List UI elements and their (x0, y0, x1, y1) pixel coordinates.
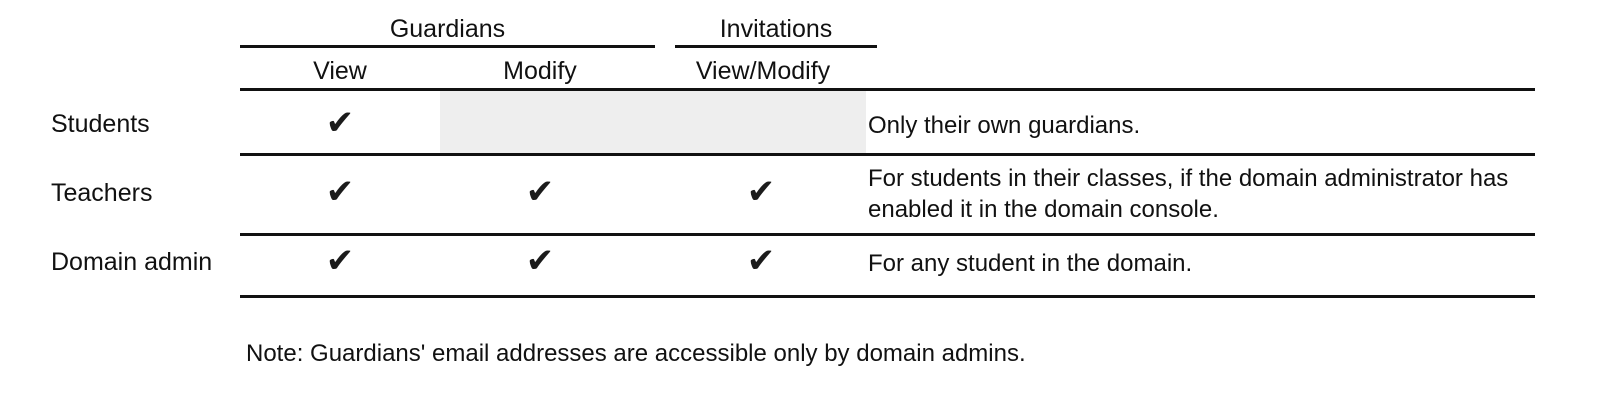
column-header-view-modify: View/Modify (695, 57, 831, 85)
check-domain-admin-guardians-modify: ✔ (525, 241, 555, 281)
column-header-view: View (313, 57, 367, 85)
table-rule-bottom (240, 295, 1535, 298)
disabled-cells-shade-students (440, 91, 866, 153)
check-domain-admin-guardians-view: ✔ (325, 241, 355, 281)
note-domain-admin: For any student in the domain. (868, 250, 1193, 277)
footnote-text: Note: Guardians' email addresses are acc… (246, 340, 1026, 367)
table-rule-after-students (240, 153, 1535, 156)
table-rule-top (240, 88, 1535, 91)
check-teachers-guardians-modify: ✔ (525, 172, 555, 212)
group-header-invitations: Invitations (719, 15, 833, 43)
check-teachers-guardians-view: ✔ (325, 172, 355, 212)
group-header-guardians: Guardians (389, 15, 506, 43)
group-rule-guardians (240, 45, 655, 48)
check-domain-admin-invitations-view-modify: ✔ (746, 241, 776, 281)
row-label-domain-admin: Domain admin (51, 248, 213, 276)
row-label-teachers: Teachers (51, 179, 153, 207)
check-students-guardians-view: ✔ (325, 103, 355, 143)
table-rule-after-teachers (240, 233, 1535, 236)
note-students: Only their own guardians. (868, 112, 1141, 139)
check-teachers-invitations-view-modify: ✔ (746, 172, 776, 212)
row-label-students: Students (51, 110, 150, 138)
note-teachers: For students in their classes, if the do… (868, 165, 1509, 223)
group-rule-invitations (675, 45, 877, 48)
column-header-modify: Modify (503, 57, 577, 85)
